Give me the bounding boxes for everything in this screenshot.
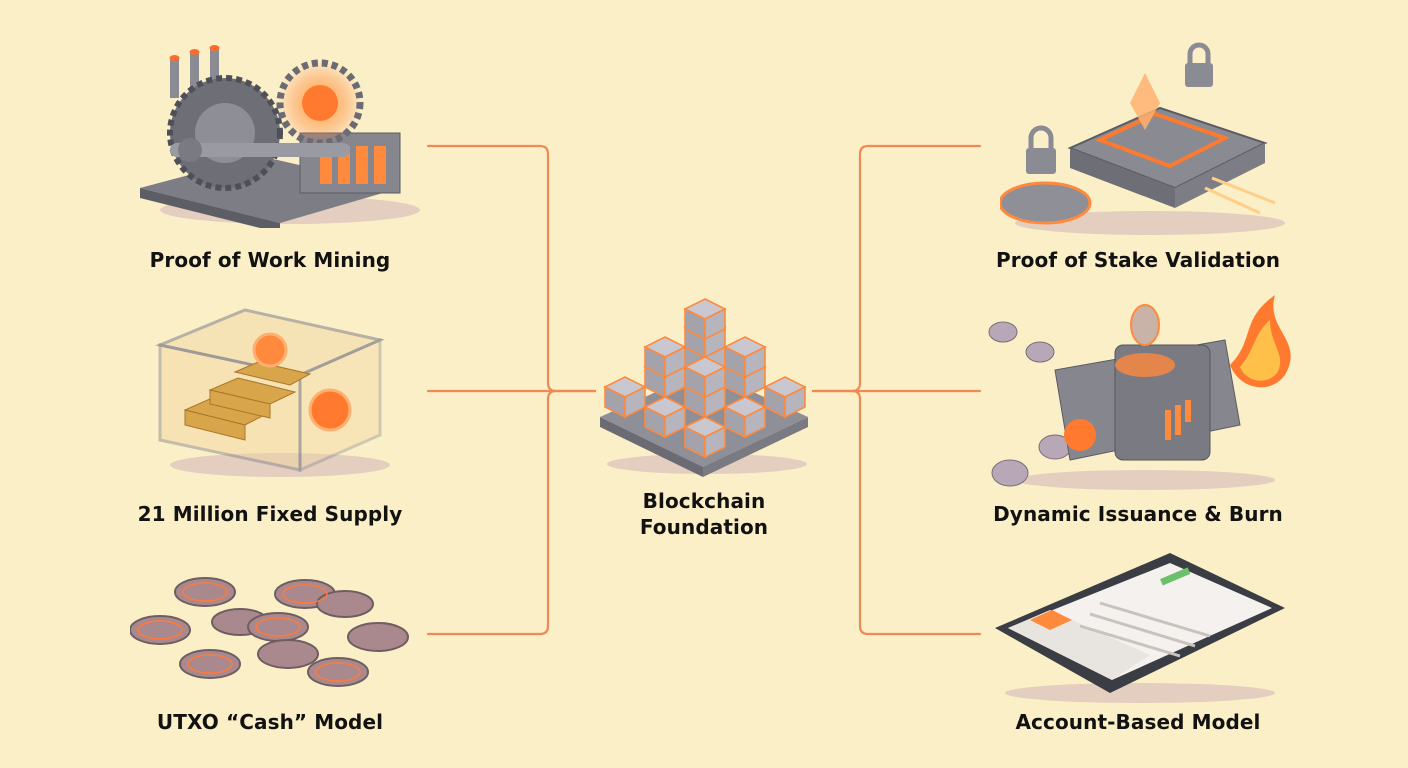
cube-block [723,396,767,439]
node-label-fixed-supply: 21 Million Fixed Supply [137,502,403,526]
mining-gears-icon [140,45,420,228]
node-label-utxo: UTXO “Cash” Model [156,710,384,734]
center-label-line1: Blockchain [642,489,766,513]
node-label-dynamic-issuance: Dynamic Issuance & Burn [993,502,1283,526]
center-label: Blockchain Foundation [574,488,834,540]
connector-right-bottom [850,389,982,636]
utxo-coins-icon [130,577,409,687]
cube-block [763,376,807,419]
account-tablet-icon [995,553,1285,703]
gold-bars-vault-icon [154,308,390,477]
connector-left-top [426,144,597,393]
node-label-proof-of-work: Proof of Work Mining [149,248,391,272]
cube-block [723,336,767,379]
cube-block [683,298,727,341]
cube-stack-icon [600,298,808,477]
connector-left-bottom [426,389,558,636]
cube-block [683,356,727,399]
cube-block [603,376,647,419]
center-label-line2: Foundation [639,515,769,539]
node-label-proof-of-stake: Proof of Stake Validation [995,248,1281,272]
connector-right-top [811,144,982,393]
cube-block [643,336,687,379]
cube-block [683,416,727,459]
stake-validator-icon [1000,42,1285,235]
node-label-account-based: Account-Based Model [1015,710,1261,734]
issuance-burn-icon [988,295,1291,490]
